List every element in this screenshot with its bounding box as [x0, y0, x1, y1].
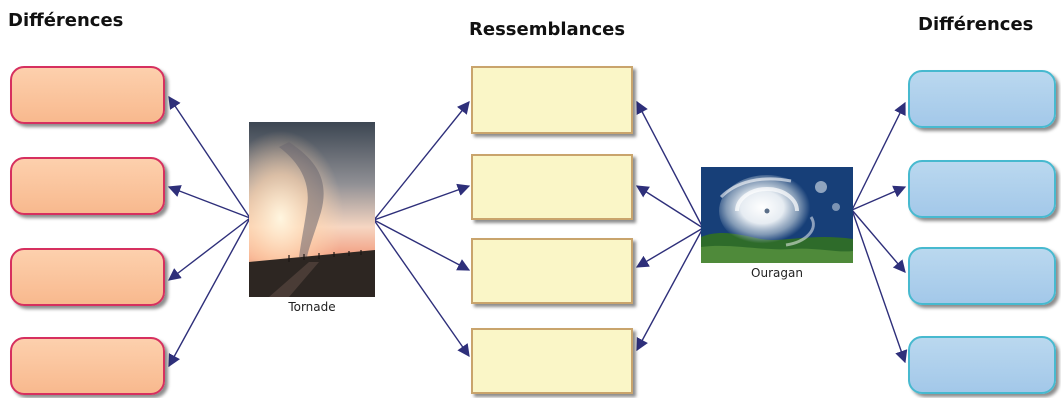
tornado-caption: Tornade — [288, 300, 336, 314]
arrow-tornado-to-left-box-3 — [167, 217, 251, 281]
difference-box-right-4[interactable] — [908, 336, 1056, 394]
tornado-image — [249, 122, 375, 297]
difference-box-left-1[interactable] — [10, 66, 165, 124]
hurricane-image — [701, 167, 853, 263]
arrow-hurricane-to-mid-box-4 — [636, 227, 704, 352]
arrow-tornado-to-left-box-2 — [167, 185, 251, 219]
similarity-box-4[interactable] — [471, 328, 633, 394]
difference-box-right-3[interactable] — [908, 247, 1056, 305]
arrow-tornado-to-mid-box-4 — [373, 219, 470, 358]
arrow-tornado-to-left-box-4 — [168, 217, 251, 368]
hurricane-caption: Ouragan — [751, 266, 803, 280]
heading-ressemblances: Ressemblances — [469, 19, 626, 40]
difference-box-right-2[interactable] — [908, 160, 1056, 218]
heading-differences-left: Différences — [8, 10, 124, 31]
difference-box-left-3[interactable] — [10, 248, 165, 306]
arrow-hurricane-to-mid-box-3 — [635, 227, 704, 268]
heading-differences-right: Différences — [918, 14, 1034, 35]
arrow-tornado-to-mid-box-2 — [373, 183, 471, 221]
similarity-box-1[interactable] — [471, 66, 633, 134]
arrow-hurricane-to-right-box-2 — [851, 185, 907, 211]
difference-box-right-1[interactable] — [908, 70, 1056, 128]
arrow-hurricane-to-mid-box-1 — [636, 100, 704, 229]
arrow-hurricane-to-right-box-1 — [851, 101, 906, 211]
similarity-box-2[interactable] — [471, 154, 633, 220]
difference-box-left-2[interactable] — [10, 157, 165, 215]
arrow-hurricane-to-mid-box-2 — [635, 185, 704, 229]
arrow-tornado-to-left-box-1 — [168, 95, 251, 219]
arrow-hurricane-to-right-box-3 — [851, 209, 906, 273]
arrow-hurricane-to-right-box-4 — [851, 209, 908, 364]
arrow-tornado-to-mid-box-3 — [373, 219, 471, 271]
arrow-tornado-to-mid-box-1 — [373, 101, 470, 221]
similarity-box-3[interactable] — [471, 238, 633, 304]
difference-box-left-4[interactable] — [10, 337, 165, 395]
